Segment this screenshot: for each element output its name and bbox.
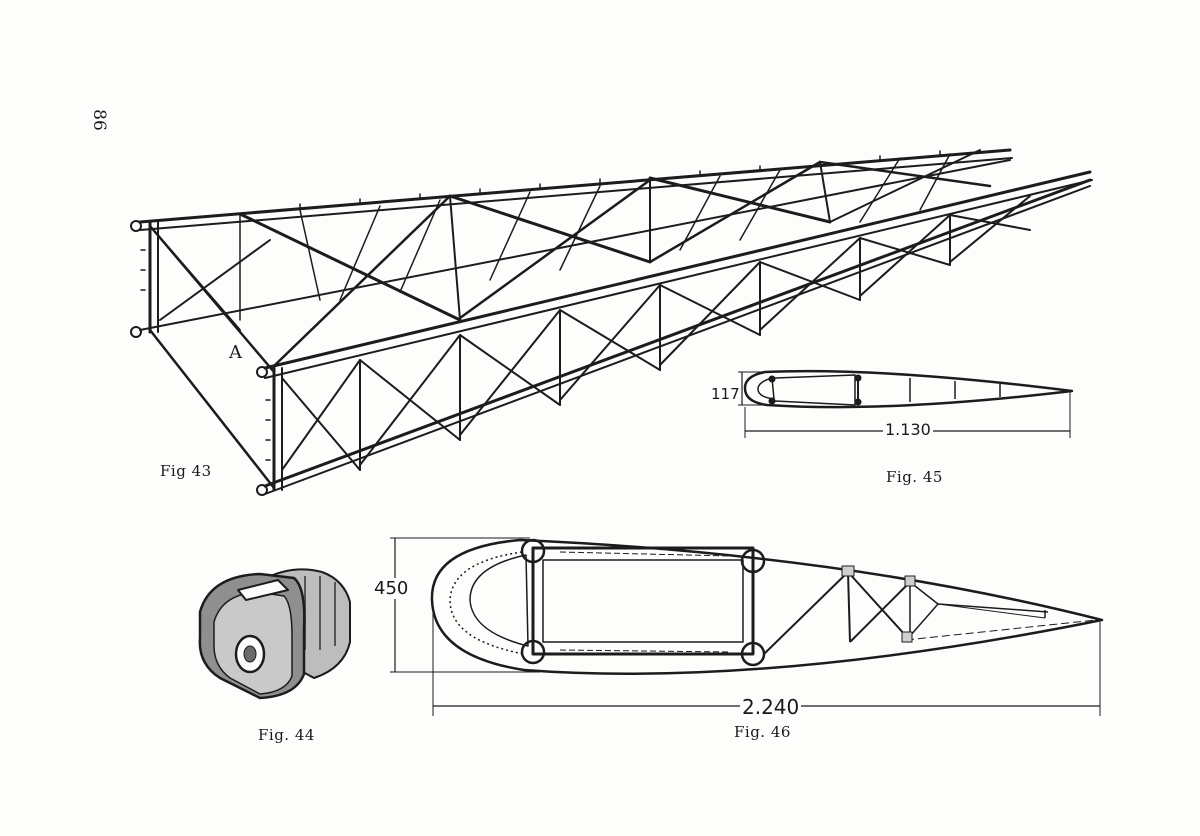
fig43-label-a: A <box>229 342 242 363</box>
fig45-length-dimension: 1.130 <box>883 420 933 439</box>
fig46-height-dimension: 450 <box>374 578 409 599</box>
fig43-caption: Fig 43 <box>160 462 212 480</box>
fig44-caption: Fig. 44 <box>258 726 315 744</box>
fig46-caption: Fig. 46 <box>734 723 791 741</box>
fig46-length-dimension: 2.240 <box>740 695 802 719</box>
fig45-height-dimension: 117 <box>711 385 740 403</box>
fig45-caption: Fig. 45 <box>886 468 943 486</box>
